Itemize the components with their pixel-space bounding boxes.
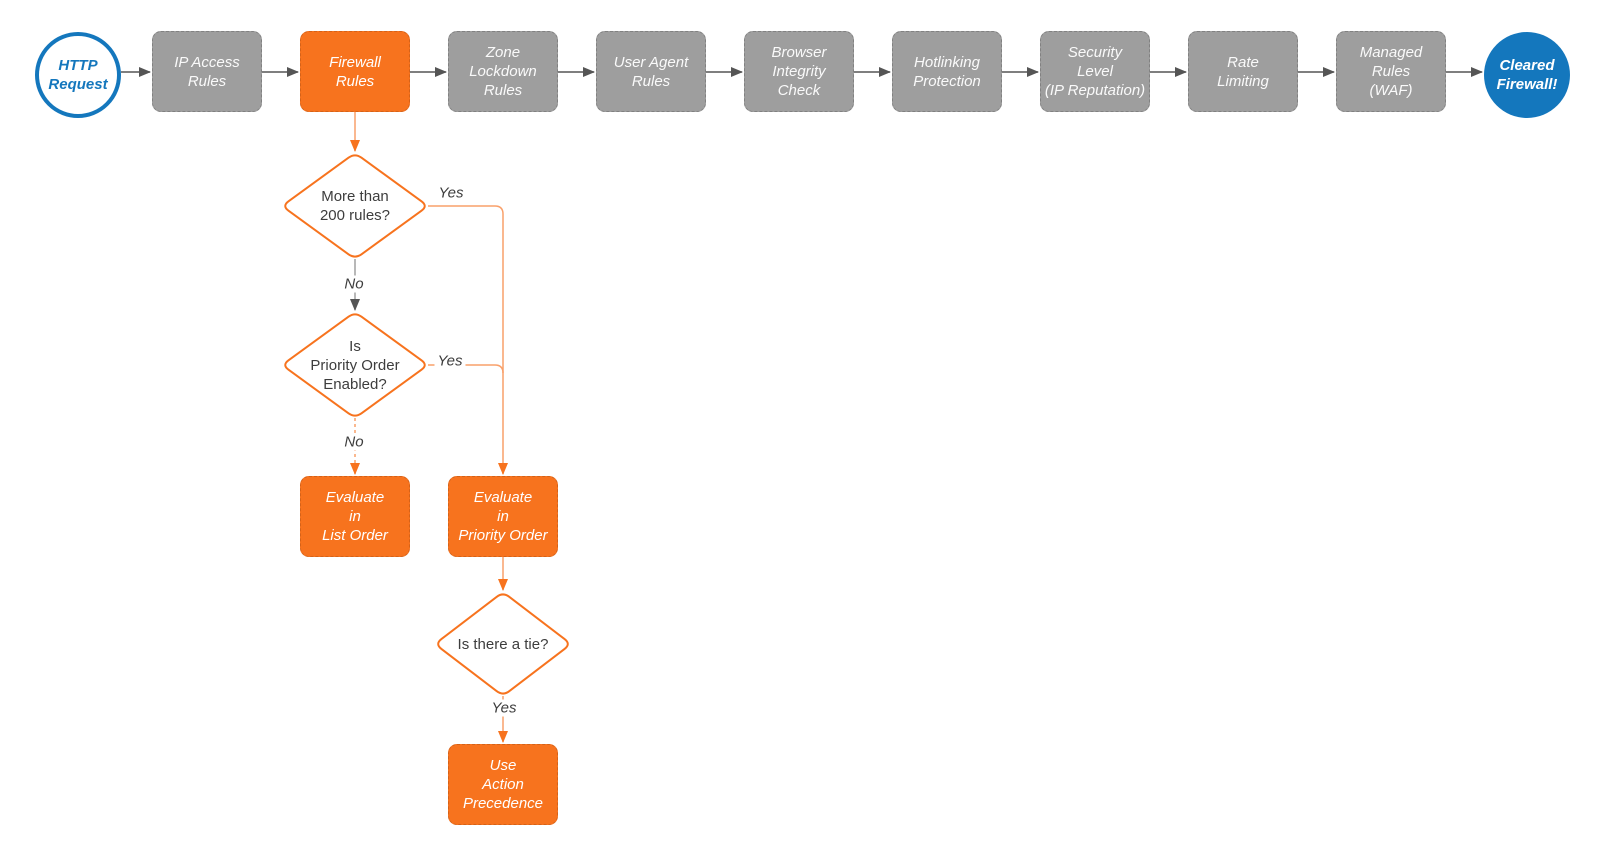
node-ip-access-rules-label: IP Access Rules	[174, 53, 240, 90]
node-rate-limiting: Rate Limiting	[1188, 31, 1298, 112]
decision-is-there-a-tie-shape	[437, 593, 569, 695]
decision-priority-order-enabled: Is Priority Order Enabled?	[282, 317, 428, 413]
node-browser-integrity-check-label: Browser Integrity Check	[771, 44, 827, 99]
edge-label-decision1-no: No	[341, 275, 367, 293]
edge-label-decision2-yes: Yes	[434, 352, 466, 370]
edge-label-decision3-yes: Yes	[488, 699, 520, 717]
node-hotlinking-protection: Hotlinking Protection	[892, 31, 1002, 112]
node-http-request-label: HTTP Request	[48, 57, 108, 93]
node-firewall-rules-label: Firewall Rules	[329, 53, 381, 90]
node-managed-rules-waf-label: Managed Rules (WAF)	[1359, 44, 1423, 99]
node-cleared-firewall-label: Cleared Firewall!	[1496, 57, 1558, 93]
decision-more-than-200-rules-shape	[284, 154, 426, 258]
node-managed-rules-waf: Managed Rules (WAF)	[1336, 31, 1446, 112]
node-evaluate-in-priority-order-label: Evaluate in Priority Order	[458, 489, 548, 544]
decision-more-than-200-rules-label: More than 200 rules?	[319, 188, 391, 224]
node-security-level-label: Security Level (IP Reputation)	[1044, 44, 1146, 99]
node-browser-integrity-check: Browser Integrity Check	[744, 31, 854, 112]
decision-more-than-200-rules: More than 200 rules?	[282, 158, 428, 254]
node-use-action-precedence-label: Use Action Precedence	[462, 757, 544, 812]
node-user-agent-rules-label: User Agent Rules	[613, 53, 689, 90]
node-evaluate-in-priority-order: Evaluate in Priority Order	[448, 476, 558, 557]
node-evaluate-in-list-order: Evaluate in List Order	[300, 476, 410, 557]
node-user-agent-rules: User Agent Rules	[596, 31, 706, 112]
node-zone-lockdown-rules: Zone Lockdown Rules	[448, 31, 558, 112]
edge-label-decision1-yes: Yes	[435, 184, 467, 202]
node-firewall-rules: Firewall Rules	[300, 31, 410, 112]
node-rate-limiting-label: Rate Limiting	[1217, 53, 1269, 90]
edge-label-decision2-no: No	[341, 433, 367, 451]
decision-is-there-a-tie: Is there a tie?	[435, 597, 571, 691]
decision-is-there-a-tie-label: Is there a tie?	[457, 635, 549, 653]
node-zone-lockdown-rules-label: Zone Lockdown Rules	[469, 44, 537, 99]
node-cleared-firewall: Cleared Firewall!	[1484, 32, 1570, 118]
node-http-request: HTTP Request	[35, 32, 121, 118]
edge-decision1-yes-to-priority-order	[428, 205, 508, 475]
decision-priority-order-enabled-shape	[284, 313, 426, 417]
edge-decision2-yes-join	[428, 364, 504, 374]
decision-priority-order-enabled-label: Is Priority Order Enabled?	[310, 337, 400, 393]
node-use-action-precedence: Use Action Precedence	[448, 744, 558, 825]
node-evaluate-in-list-order-label: Evaluate in List Order	[322, 489, 388, 544]
node-security-level: Security Level (IP Reputation)	[1040, 31, 1150, 112]
node-ip-access-rules: IP Access Rules	[152, 31, 262, 112]
node-hotlinking-protection-label: Hotlinking Protection	[913, 53, 981, 90]
